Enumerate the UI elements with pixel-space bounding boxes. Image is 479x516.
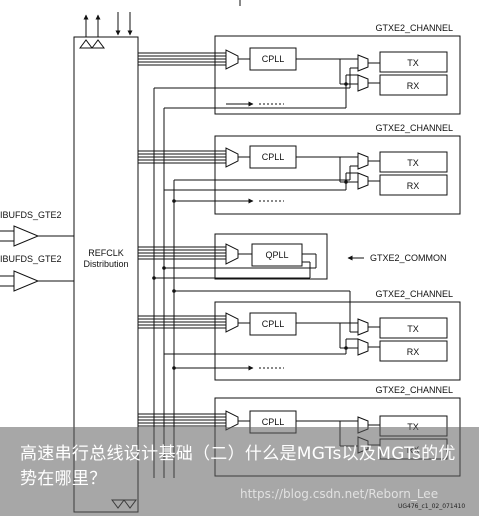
title-overlay-banner: [0, 427, 479, 516]
rx-label-1: RX: [407, 81, 420, 91]
rx-label-3: RX: [407, 347, 420, 357]
cpll-label-4: CPLL: [262, 417, 285, 427]
refclk-label-line1: REFCLK: [88, 248, 124, 258]
rx-label-2: RX: [407, 181, 420, 191]
qpll-label: QPLL: [265, 250, 288, 260]
refclk-label-line2: Distribution: [83, 259, 128, 269]
tx-label-1: TX: [407, 58, 419, 68]
channel-title-4: GTXE2_CHANNEL: [375, 385, 453, 395]
watermark-text: https://blog.csdn.net/Reborn_Lee: [240, 487, 439, 501]
gtxe2-channel-2: GTXE2_CHANNEL CPLL TX RX: [138, 123, 461, 215]
ibufds-label-2: IBUFDS_GTE2: [0, 254, 62, 264]
gtxe2-channel-3: GTXE2_CHANNEL CPLL TX RX: [138, 289, 461, 381]
gtxe2-common: QPLL GTXE2_COMMON: [138, 233, 447, 280]
channel-title-2: GTXE2_CHANNEL: [375, 123, 453, 133]
tx-label-2: TX: [407, 158, 419, 168]
cpll-label-3: CPLL: [262, 319, 285, 329]
ibufds-buffer-1: IBUFDS_GTE2: [0, 210, 74, 247]
cpll-label-1: CPLL: [262, 54, 285, 64]
common-label: GTXE2_COMMON: [370, 253, 447, 263]
channel-title-3: GTXE2_CHANNEL: [375, 289, 453, 299]
ibufds-buffer-2: IBUFDS_GTE2: [0, 254, 74, 292]
tx-label-3: TX: [407, 324, 419, 334]
cpll-label-2: CPLL: [262, 152, 285, 162]
ibufds-label-1: IBUFDS_GTE2: [0, 210, 62, 220]
gtxe2-channel-1: GTXE2_CHANNEL CPLL TX RX: [138, 23, 461, 115]
channel-title-1: GTXE2_CHANNEL: [375, 23, 453, 33]
article-title: 高速串行总线设计基础（二）什么是MGTs以及MGTs的优势在哪里？: [20, 444, 456, 489]
figure-code: UG476_c1_02_071410: [398, 503, 466, 510]
top-clock-arrows: [83, 0, 241, 37]
